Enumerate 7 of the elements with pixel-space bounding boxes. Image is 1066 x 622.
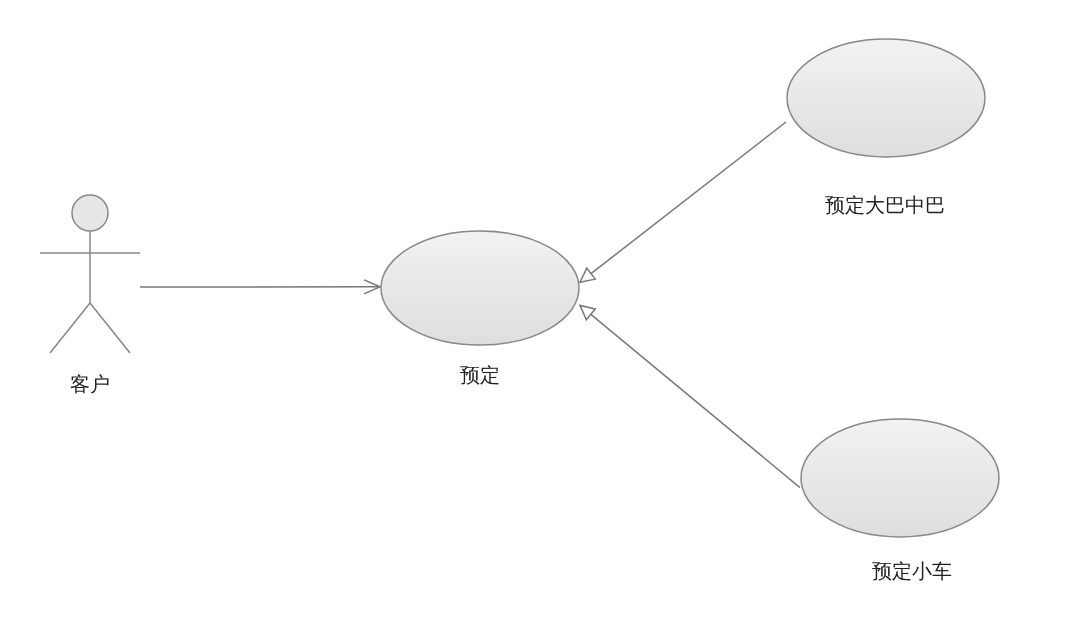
use-case-label: 预定小车 [872,558,952,585]
use-case-label: 预定 [460,362,500,389]
use-case-label: 客户 [70,371,110,398]
arrow [579,304,801,489]
arrow [579,121,787,283]
arrow [139,279,381,295]
use-case-label: 预定大巴中巴 [825,192,945,219]
